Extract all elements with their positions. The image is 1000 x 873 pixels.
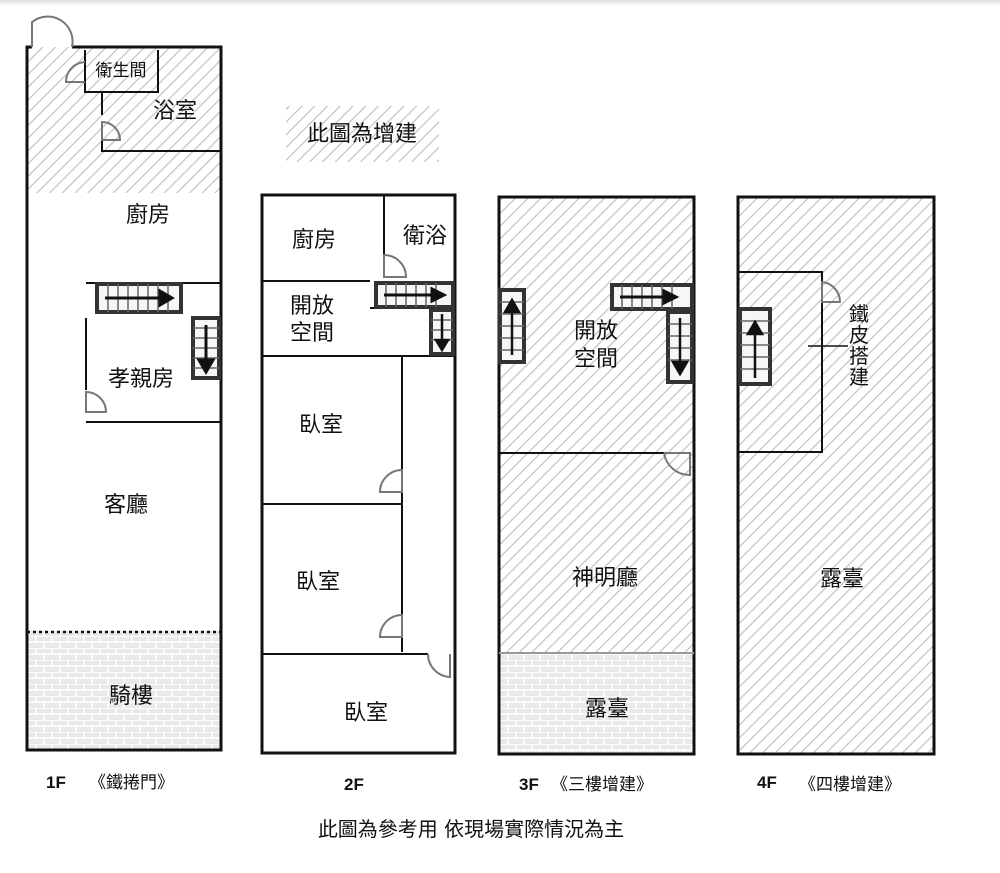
room-label: 衛浴 <box>403 224 447 249</box>
room-label: 建 <box>849 365 869 389</box>
addition-area <box>499 197 694 653</box>
room-label: 露臺 <box>585 697 629 722</box>
room-label: 臥室 <box>296 570 340 595</box>
floor-label: 3F <box>519 775 539 794</box>
room-label: 開放 <box>290 294 334 319</box>
room-label: 空間 <box>574 347 618 372</box>
room-label: 廚房 <box>292 228 336 253</box>
room-label: 客廳 <box>104 493 148 518</box>
room-label: 神明廳 <box>572 566 638 591</box>
legend-swatch <box>286 106 439 162</box>
room-label: 露臺 <box>820 567 864 592</box>
floor-1f-plan: 衛生間 浴室 廚房 孝親房 客廳 騎樓 <box>25 15 223 752</box>
legend-label: 此圖為增建 <box>307 122 417 147</box>
floor-note: 《鐵捲門》 <box>89 773 174 793</box>
room-label: 廚房 <box>126 203 170 228</box>
room-label: 搭 <box>849 344 869 368</box>
room-label: 空間 <box>290 321 334 346</box>
room-label: 衛生間 <box>96 61 147 81</box>
floor-label: 2F <box>344 775 364 794</box>
floor-label: 1F <box>46 773 66 792</box>
room-label: 鐵 <box>849 302 869 326</box>
room-label: 孝親房 <box>108 367 174 392</box>
floor-2f-plan: 廚房 衛浴 開放 空間 臥室 臥室 臥室 <box>260 193 457 755</box>
addition-legend: 此圖為增建 <box>286 106 439 162</box>
terrace-area <box>499 653 694 754</box>
room-label: 騎樓 <box>109 684 153 709</box>
room-label: 浴室 <box>153 99 197 124</box>
floor-4f-plan: 鐵 皮 搭 建 露臺 <box>736 195 936 756</box>
addition-area <box>738 197 934 754</box>
disclaimer-footer: 此圖為參考用 依現場實際情況為主 <box>318 817 624 841</box>
floor-note: 《四樓增建》 <box>799 775 901 795</box>
arcade-area <box>27 630 221 750</box>
floor-label: 4F <box>757 773 777 792</box>
floor-note: 《三樓增建》 <box>551 775 653 795</box>
bath-addition-area <box>27 47 221 193</box>
room-label: 皮 <box>849 323 869 347</box>
top-shade-bar <box>0 0 1000 6</box>
room-label: 臥室 <box>344 701 388 726</box>
room-label: 臥室 <box>299 413 343 438</box>
room-label: 開放 <box>574 319 618 344</box>
floor-3f-plan: 開放 空間 神明廳 露臺 <box>497 195 696 756</box>
